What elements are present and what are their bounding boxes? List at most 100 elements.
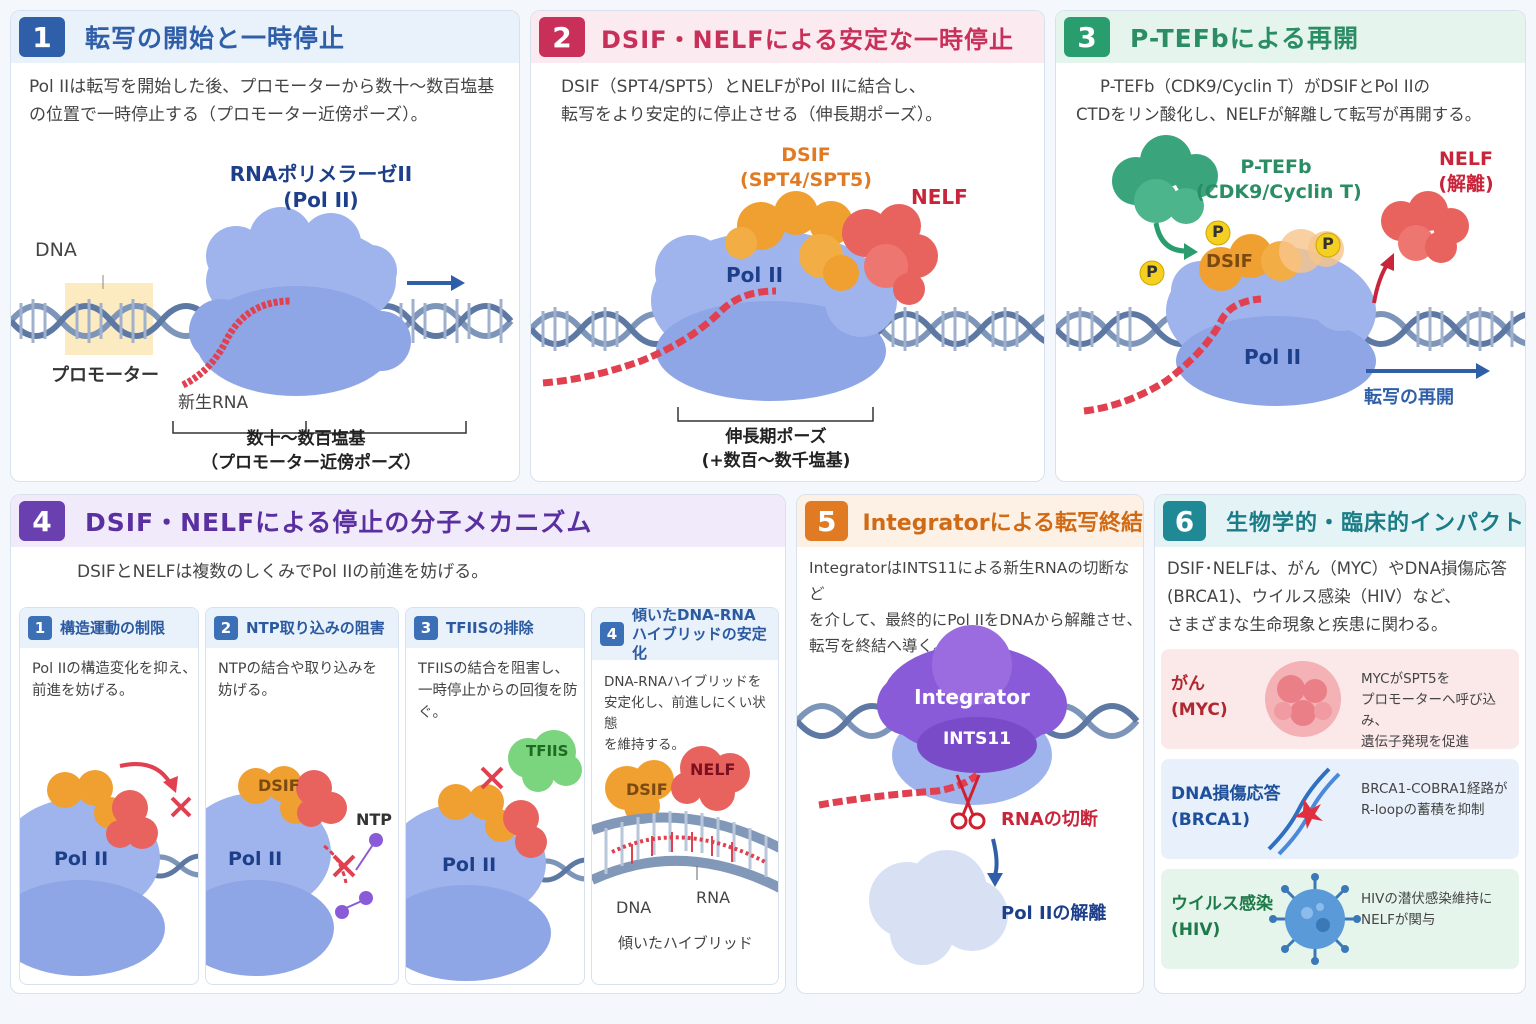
distance-bracket	[172, 421, 467, 434]
key-line: ウイルス感染	[1171, 894, 1273, 914]
label-line: 伸長期ポーズ	[725, 427, 827, 447]
impact-card-virus: ウイルス感染 (HIV) HIVの潜伏感染維持に NELFが関与	[1161, 869, 1519, 969]
integrator-blob	[877, 625, 1067, 773]
key-line: (BRCA1)	[1171, 810, 1251, 830]
mechanism-card-hybrid: 4 傾いたDNA-RNA ハイブリッドの安定化 DNA-RNAハイブリッドを 安…	[591, 607, 779, 985]
ntp-molecules	[335, 833, 383, 919]
dsif-blob	[725, 191, 859, 291]
promoter-label: プロモーター	[51, 365, 159, 386]
phospho-label: P	[1322, 234, 1334, 253]
panel-title: 生物学的・臨床的インパクト	[1225, 511, 1525, 536]
card-number: 2	[214, 616, 238, 640]
ntp-label: NTP	[356, 810, 393, 829]
panel-description: Pol IIは転写を開始した後、プロモーターから数十～数百塩基 の位置で一時停止…	[29, 73, 494, 129]
phospho-label: P	[1146, 262, 1158, 281]
label-line: (Pol II)	[283, 188, 359, 212]
impact-key: DNA損傷応答 (BRCA1)	[1171, 781, 1281, 833]
release-arrow	[991, 838, 999, 876]
panel-header: 1 転写の開始と一時停止	[11, 11, 519, 63]
panel-header: 5 Integratorによる転写終結	[797, 495, 1143, 547]
nascent-rna-strand	[1083, 295, 1262, 415]
tilted-hybrid	[592, 811, 778, 893]
dna-label: DNA	[35, 239, 77, 261]
card-title: 構造運動の制限	[60, 618, 166, 637]
card-description: Pol IIの構造変化を抑え、 前進を妨げる。	[32, 658, 197, 702]
nelf-blob	[503, 800, 547, 858]
desc-line: さまざまな生命現象と疾患に関わる。	[1167, 615, 1448, 634]
panel-transcription-start: 1 転写の開始と一時停止 Pol IIは転写を開始した後、プロモーターから数十～…	[10, 10, 520, 482]
block-arrow-head	[163, 776, 178, 793]
desc-line: DSIF･NELFは、がん（MYC）やDNA損傷応答	[1167, 559, 1508, 578]
ntp-illustration	[206, 766, 383, 976]
desc-line: 妨げる。	[218, 683, 276, 699]
nelf-blob	[671, 746, 750, 811]
impact-description: BRCA1-COBRA1経路が R-loopの蓄積を抑制	[1361, 779, 1508, 821]
panel-integrator-termination: 5 Integratorによる転写終結 IntegratorはINTS11による…	[796, 494, 1144, 994]
panel-description: DSIF･NELFは、がん（MYC）やDNA損傷応答 (BRCA1)、ウイルス感…	[1167, 555, 1507, 639]
panel-number: 6	[1163, 501, 1206, 541]
impact-card-cancer: がん (MYC) MYCがSPT5を プロモーターへ呼び込み、 遺伝子発現を促進	[1161, 649, 1519, 750]
panel-title: DSIF・NELFによる停止の分子メカニズム	[85, 508, 593, 537]
desc-line: NTPの結合や取り込みを	[218, 661, 377, 677]
pause-label: 伸長期ポーズ (+数百～数千塩基)	[676, 425, 876, 473]
desc-line: BRCA1-COBRA1経路が	[1361, 781, 1508, 797]
nascent-rna-strand	[181, 297, 292, 389]
ptefb-arrow-head	[1184, 243, 1198, 260]
nelf-blob	[842, 204, 938, 305]
rna-label: RNA	[696, 888, 731, 907]
integrator-label: Integrator	[914, 685, 1030, 709]
ptefb-blob	[1112, 135, 1218, 224]
desc-line: を維持する。	[604, 737, 685, 753]
panel-number: 3	[1064, 17, 1110, 57]
card-description: TFIISの結合を阻害し、 一時停止からの回復を防ぐ。	[418, 658, 584, 724]
desc-line: IntegratorはINTS11による新生RNAの切断など	[809, 559, 1130, 603]
nelf-label: NELF	[690, 760, 736, 779]
desc-line: (BRCA1)、ウイルス感染（HIV）など、	[1167, 587, 1461, 606]
dsif-label: DSIF	[1206, 251, 1253, 272]
cancer-cell-icon	[1265, 661, 1341, 737]
key-line: (HIV)	[1171, 920, 1221, 940]
panel-title: 転写の開始と一時停止	[85, 24, 346, 53]
distance-label: 数十～数百塩基 （プロモーター近傍ポーズ）	[201, 427, 421, 475]
label-line: (CDK9/Cyclin T)	[1196, 181, 1362, 203]
ptefb-arrow	[1153, 222, 1187, 254]
desc-line: プロモーターへ呼び込み、	[1361, 692, 1496, 729]
nelf-released-blob	[1381, 191, 1469, 263]
card-header: 4 傾いたDNA-RNA ハイブリッドの安定化	[592, 608, 778, 662]
release-arrow-head	[1380, 253, 1394, 271]
key-line: がん	[1171, 674, 1205, 694]
transcription-start-illustration	[11, 207, 514, 434]
desc-line: Pol IIは転写を開始した後、プロモーターから数十～数百塩基	[29, 77, 495, 97]
key-line: DNA損傷応答	[1171, 784, 1281, 804]
panel-description: DSIFとNELFは複数のしくみでPol IIの前進を妨げる。	[77, 562, 489, 582]
desc-line: NELFが関与	[1361, 912, 1436, 928]
dna-label: DNA	[616, 898, 652, 917]
label-line: P-TEFb	[1240, 156, 1312, 178]
card-title: TFIISの排除	[446, 618, 534, 637]
impact-key: がん (MYC)	[1171, 671, 1228, 723]
pol2-label: Pol II	[54, 848, 109, 870]
desc-line: MYCがSPT5を	[1361, 671, 1451, 687]
label-line: DSIF	[781, 144, 831, 166]
panel-number: 5	[805, 501, 849, 541]
card-header: 2 NTP取り込みの阻害	[206, 608, 398, 648]
panel-title: Integratorによる転写終結	[862, 511, 1143, 536]
desc-line: TFIISの結合を阻害し、	[418, 661, 569, 677]
impact-description: MYCがSPT5を プロモーターへ呼び込み、 遺伝子発現を促進	[1361, 669, 1519, 753]
desc-line: 転写を終結へ導く。	[809, 637, 949, 655]
panel-description: IntegratorはINTS11による新生RNAの切断など を介して、最終的に…	[809, 555, 1143, 659]
desc-line: 安定化し、前進しにくい状態	[604, 695, 766, 732]
panel-stable-pause: 2 DSIF・NELFによる安定な一時停止 DSIF（SPT4/SPT5）とNE…	[530, 10, 1045, 482]
cleave-label: RNAの切断	[1001, 809, 1098, 830]
desc-line: 遺伝子発現を促進	[1361, 734, 1469, 750]
nelf-blob	[106, 790, 158, 849]
nelf-label: NELF	[911, 185, 968, 209]
ints11-label: INTS11	[942, 729, 1012, 749]
integrator-illustration	[797, 625, 1140, 965]
pause-bracket	[677, 407, 874, 422]
tfiis-illustration	[406, 730, 584, 981]
panel-description: P-TEFb（CDK9/Cyclin T）がDSIFとPol IIの CTDをリ…	[1076, 73, 1481, 129]
tfiis-label: TFIIS	[526, 742, 569, 760]
panel-number: 1	[19, 17, 65, 57]
desc-line: 前進を妨げる。	[32, 683, 134, 699]
